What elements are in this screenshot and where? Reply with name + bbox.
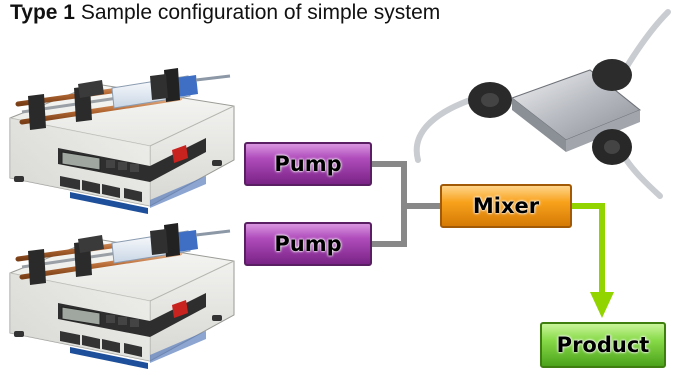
mixer-box: Mixer (440, 184, 572, 228)
syringe-pump-2 (10, 223, 234, 369)
syringe-pump-1 (10, 68, 234, 214)
pump-box-2: Pump (244, 222, 372, 266)
title-prefix: Type 1 (10, 1, 75, 24)
title-text: Sample configuration of simple system (80, 1, 441, 24)
gray-connectors (372, 161, 440, 247)
pump-box-1: Pump (244, 142, 372, 186)
green-arrow (572, 203, 614, 318)
product-box: Product (540, 322, 666, 368)
mixer-photo (413, 9, 671, 199)
figure-title: Type 1 Sample configuration of simple sy… (10, 1, 440, 25)
